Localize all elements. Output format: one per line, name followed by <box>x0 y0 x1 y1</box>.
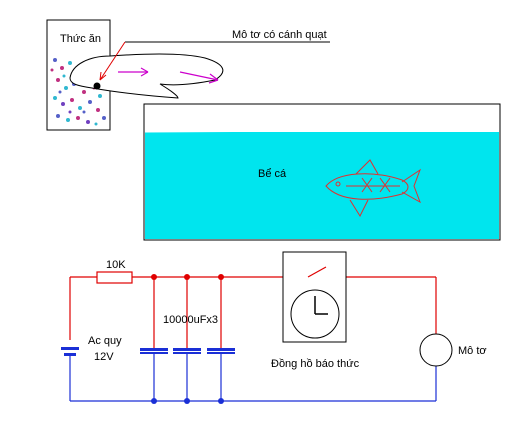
motor-label: Mô tơ có cánh quạt <box>232 29 327 41</box>
fish-dorsal-fin <box>355 159 379 175</box>
tank-label: Bể cá <box>258 168 287 180</box>
resistor <box>96 271 133 284</box>
motor-pointer: Mô tơ có cánh quạt <box>99 29 330 81</box>
capacitor-label: 10000uFx3 <box>163 314 218 326</box>
fish-body <box>325 173 409 200</box>
capacitor-2 <box>173 348 201 354</box>
fish <box>325 159 422 218</box>
load-motor-label: Mô tơ <box>458 345 487 357</box>
battery-label-line1: Ac quy <box>88 335 122 347</box>
water-surface <box>144 129 500 133</box>
motor-pointer-arrowhead <box>99 71 107 81</box>
motor-pointer-line <box>99 41 126 81</box>
fan-blade-outline <box>69 53 224 99</box>
fish-tail <box>401 168 422 204</box>
circuit: 10K Ac quy 12V 10000uFx3 <box>61 251 487 404</box>
alarm-clock <box>282 251 347 343</box>
battery-long-plate <box>61 347 79 350</box>
positive-junctions <box>151 274 224 280</box>
air-arrow-2 <box>179 71 219 81</box>
clock-label: Đồng hồ báo thức <box>271 358 360 370</box>
fish-pattern <box>346 177 400 193</box>
capacitor-3 <box>207 348 235 354</box>
battery-short-plate <box>64 353 76 356</box>
tank-water <box>145 132 499 239</box>
fan-motor <box>69 53 224 99</box>
load-motor <box>419 333 453 367</box>
clock-switch <box>307 266 327 278</box>
fish-belly-fin <box>349 199 369 218</box>
motor-shaft <box>93 82 101 90</box>
capacitor-1 <box>140 348 168 354</box>
negative-wires <box>69 354 437 402</box>
food-label: Thức ăn <box>60 33 101 45</box>
air-arrow-2-head <box>208 73 219 84</box>
negative-junctions <box>151 398 224 404</box>
food-pellets <box>50 58 106 126</box>
battery <box>61 347 79 356</box>
air-arrow-1-head <box>140 67 149 77</box>
fish-eye <box>335 181 341 187</box>
fish-tank: Bể cá <box>143 103 501 241</box>
battery-label-line2: 12V <box>94 351 114 363</box>
resistor-label: 10K <box>106 259 126 271</box>
